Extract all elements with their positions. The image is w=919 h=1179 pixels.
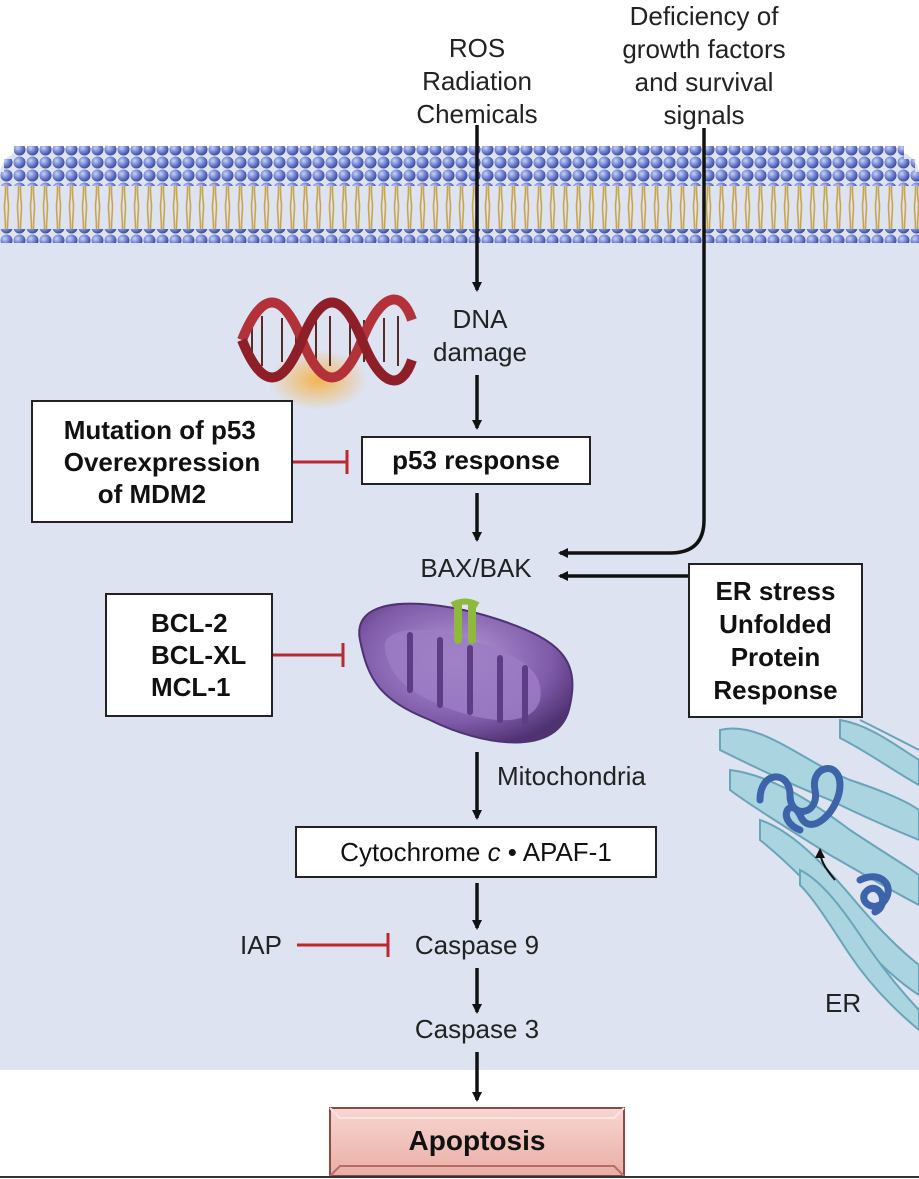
radiation-line: Radiation <box>422 66 532 96</box>
cytochrome-box: Cytochrome c • APAF-1 <box>295 826 657 878</box>
p53-inhibitor-box: Mutation of p53 Overexpression of MDM2 <box>31 400 293 523</box>
iap-label: IAP <box>240 930 282 960</box>
main-flow-arrows <box>472 125 706 1102</box>
deficiency-label: Deficiency of growth factors and surviva… <box>590 0 818 132</box>
apoptosis-box-bg <box>329 1107 625 1177</box>
er-folding-arrow <box>815 848 836 881</box>
bcl-2-line: BCL-2 <box>151 608 228 638</box>
dna-helix-icon <box>237 294 417 410</box>
caspase-9-label: Caspase 9 <box>414 930 540 960</box>
p53-response-label: p53 response <box>392 445 560 475</box>
unfolded-line: Unfolded <box>719 608 832 639</box>
mitochondrion-icon <box>358 598 574 744</box>
ros-line: ROS <box>448 33 506 63</box>
deficiency-line-3: and survival <box>634 67 774 97</box>
deficiency-line-2: growth factors <box>622 34 786 64</box>
bax-bak-label: BAX/BAK <box>420 553 532 583</box>
overexpression-line: Overexpression <box>63 446 261 477</box>
dna-damage-label: DNA damage <box>420 303 540 369</box>
bcl-box: BCL-2 BCL-XL MCL-1 <box>105 593 273 717</box>
protein-line: Protein <box>730 641 821 672</box>
mdm2-line: of MDM2 <box>97 478 207 509</box>
apoptosis-label: Apoptosis <box>408 1125 546 1156</box>
cytochrome-text: Cytochrome <box>340 836 481 867</box>
response-line: Response <box>713 674 838 705</box>
er-stress-line: ER stress <box>715 575 836 606</box>
mcl-1-line: MCL-1 <box>151 672 231 702</box>
ros-inputs-label: ROS Radiation Chemicals <box>390 32 564 131</box>
inhibit-bcl-line <box>273 643 345 667</box>
cytochrome-bullet: • <box>507 836 517 867</box>
mitochondria-label: Mitochondria <box>497 761 646 791</box>
cell-membrane <box>0 146 919 250</box>
er-label: ER <box>825 988 862 1018</box>
arrow-deficiency-to-bax <box>558 128 706 558</box>
inhibit-iap-line <box>297 933 390 957</box>
deficiency-line-1: Deficiency of <box>629 1 779 31</box>
mutation-line: Mutation of p53 <box>63 414 256 445</box>
cytochrome-c: c <box>487 836 501 867</box>
unfolded-protein-icon <box>756 765 892 916</box>
inhibition-lines <box>273 450 390 957</box>
dna-line: DNA <box>452 304 508 334</box>
deficiency-line-4: signals <box>663 100 745 130</box>
damage-line: damage <box>433 337 527 367</box>
apaf1-text: APAF-1 <box>522 836 612 867</box>
caspase-3-label: Caspase 3 <box>414 1014 540 1044</box>
chemicals-line: Chemicals <box>416 99 538 129</box>
p53-response-box: p53 response <box>361 436 591 485</box>
bcl-xl-line: BCL-XL <box>151 640 247 670</box>
er-stress-box: ER stress Unfolded Protein Response <box>688 563 863 718</box>
inhibit-p53-line <box>293 450 349 474</box>
